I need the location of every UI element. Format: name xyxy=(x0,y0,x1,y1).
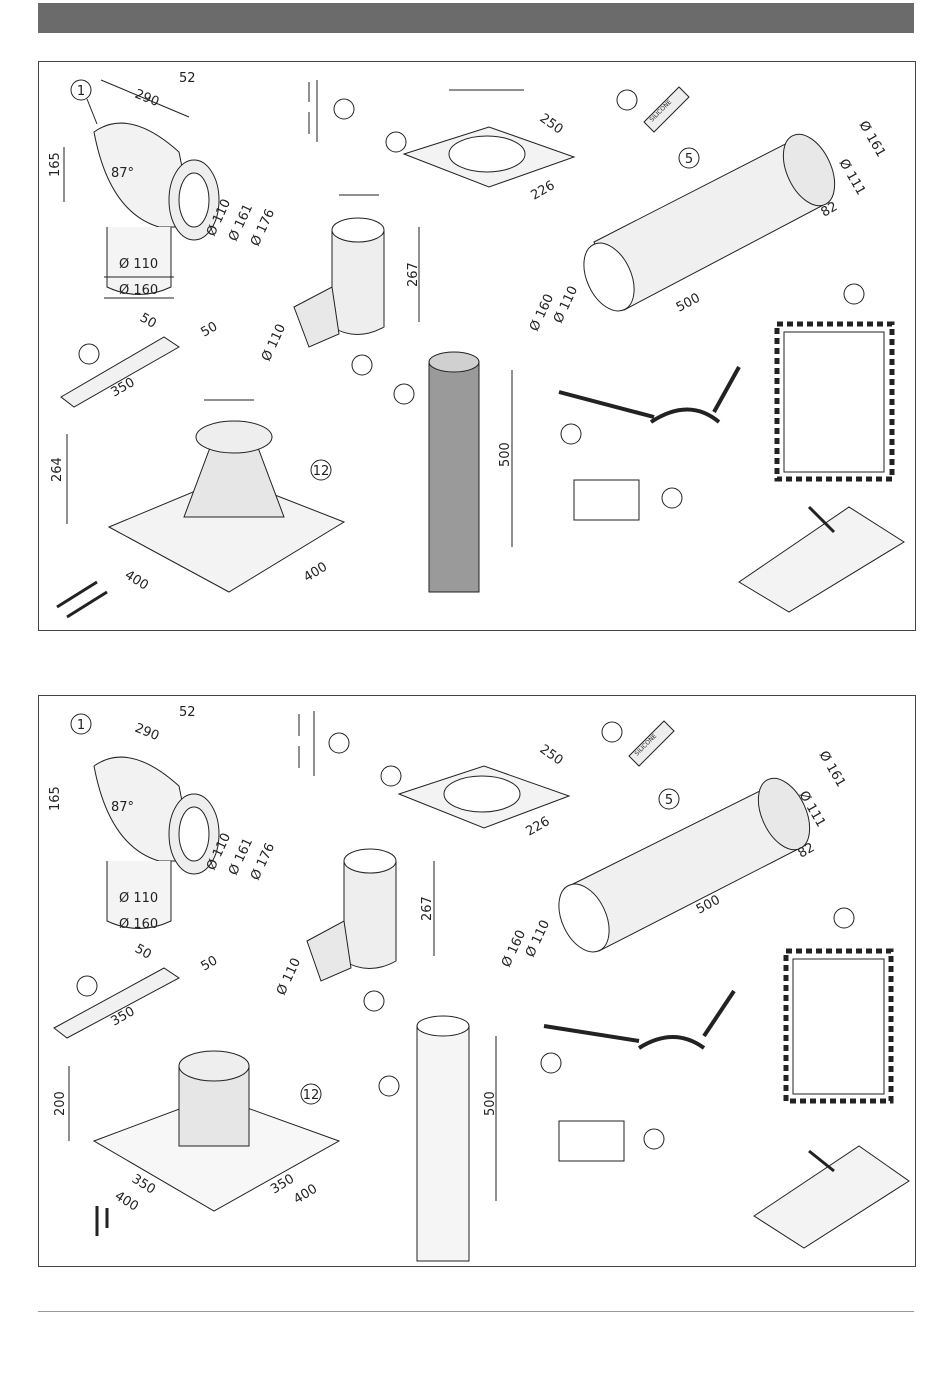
dim-pipe-d110: Ø 110 xyxy=(551,284,581,326)
mounting-rail-part: 50 50 350 xyxy=(54,941,220,1038)
callout-elbow: 1 xyxy=(77,84,85,99)
extension-pipe-part: 5 500 Ø 111 Ø 161 82 Ø 160 Ø 110 xyxy=(499,749,848,970)
screw-plug-part xyxy=(309,80,354,142)
dim-sleeve-length: 500 xyxy=(498,442,513,467)
callout-pipe: 5 xyxy=(685,152,693,167)
extension-pipe-part: 5 500 Ø 111 Ø 161 82 Ø 160 Ø 110 xyxy=(527,119,888,334)
elbow-part: 1 165 290 52 87° Ø 110 Ø 161 Ø 176 Ø 110… xyxy=(48,71,278,298)
instruction-sheet-part xyxy=(777,284,892,479)
packaging-box-part xyxy=(739,507,904,612)
dim-elbow-length: 290 xyxy=(133,721,162,744)
silicone-tube-part: SILICONE xyxy=(617,87,689,132)
dim-elbow-d160-bottom: Ø 160 xyxy=(119,917,158,932)
dim-flash-width: 400 xyxy=(122,568,151,594)
callout-flashing: 12 xyxy=(303,1088,320,1103)
dim-pipe-d110: Ø 110 xyxy=(523,918,553,960)
dim-plate-depth: 226 xyxy=(524,814,553,839)
dim-pipe-d161: Ø 161 xyxy=(816,749,849,790)
dim-flash-depth: 400 xyxy=(291,1182,320,1208)
dim-elbow-height: 165 xyxy=(48,786,63,811)
screw-plug-part xyxy=(299,711,349,776)
dim-rail-50b: 50 xyxy=(199,953,221,974)
ceiling-plate-part: 250 226 xyxy=(381,742,569,839)
dim-elbow-angle: 87° xyxy=(111,800,134,815)
dim-rail-50b: 50 xyxy=(199,319,221,340)
tee-part: 267 Ø 110 xyxy=(259,195,421,375)
screws-part xyxy=(97,1206,107,1236)
callout-elbow: 1 xyxy=(77,718,85,733)
dim-elbow-d110-bottom: Ø 110 xyxy=(119,257,158,272)
support-bracket-part xyxy=(541,991,734,1073)
dim-pipe-d161: Ø 161 xyxy=(856,119,889,160)
dim-elbow-d160-bottom: Ø 160 xyxy=(119,283,158,298)
dim-elbow-angle: 87° xyxy=(111,166,134,181)
roof-flashing-part: 200 350 400 350 400 12 xyxy=(53,1051,339,1215)
dim-sleeve-length: 500 xyxy=(483,1091,498,1116)
instruction-sheet-part xyxy=(786,908,891,1101)
dim-elbow-offset: 52 xyxy=(179,705,196,720)
dim-flash-height: 200 xyxy=(53,1091,68,1116)
dim-rail-50a: 50 xyxy=(137,310,159,331)
dim-plate-width: 250 xyxy=(537,111,566,138)
dim-elbow-height: 165 xyxy=(48,152,63,177)
dim-plate-width: 250 xyxy=(537,742,566,769)
header-bar xyxy=(38,3,914,33)
data-card-part xyxy=(559,1121,664,1161)
dim-elbow-offset: 52 xyxy=(179,71,196,86)
ceiling-plate-part: 250 226 xyxy=(386,90,574,203)
tee-part: 267 Ø 110 xyxy=(274,849,435,1011)
dim-plate-depth: 226 xyxy=(529,178,558,203)
dim-pipe-d160: Ø 160 xyxy=(527,292,557,334)
data-card-part xyxy=(574,480,682,520)
footer-rule xyxy=(38,1311,914,1312)
dim-tee-height: 267 xyxy=(406,262,421,287)
elbow-part: 1 165 290 52 87° Ø 110 Ø 161 Ø 176 Ø 110… xyxy=(48,705,278,932)
screws-part xyxy=(57,582,107,617)
bottom-parts-panel: 1 165 290 52 87° Ø 110 Ø 161 Ø 176 Ø 110… xyxy=(38,695,916,1267)
dim-tee-d110: Ø 110 xyxy=(259,322,289,364)
top-parts-panel: 1 165 290 52 87° Ø 110 Ø 161 Ø 176 Ø 110… xyxy=(38,61,916,631)
callout-pipe: 5 xyxy=(665,793,673,808)
dim-flash-depth: 400 xyxy=(301,560,330,586)
support-bracket-part xyxy=(559,367,739,444)
mounting-rail-part: 50 50 350 xyxy=(61,310,220,407)
callout-flashing: 12 xyxy=(313,464,330,479)
dim-pipe-length: 500 xyxy=(674,291,703,316)
silicone-tube-part: SILICONE xyxy=(602,721,674,766)
dim-rail-50a: 50 xyxy=(132,941,154,962)
top-parts-diagram: 1 165 290 52 87° Ø 110 Ø 161 Ø 176 Ø 110… xyxy=(39,62,915,630)
dim-tee-height: 267 xyxy=(420,896,435,921)
sleeve-pipe-part: 500 xyxy=(394,352,513,592)
dim-elbow-length: 290 xyxy=(133,87,162,110)
roof-flashing-part: 264 400 400 12 xyxy=(50,400,344,594)
dim-flash-width: 400 xyxy=(112,1189,141,1215)
bottom-parts-diagram: 1 165 290 52 87° Ø 110 Ø 161 Ø 176 Ø 110… xyxy=(39,696,915,1266)
dim-tee-d110: Ø 110 xyxy=(274,956,304,998)
packaging-box-part xyxy=(754,1146,909,1248)
dim-elbow-d110-bottom: Ø 110 xyxy=(119,891,158,906)
dim-flash-height: 264 xyxy=(50,457,65,482)
dim-pipe-d111: Ø 111 xyxy=(836,157,869,198)
sleeve-pipe-part: 500 xyxy=(379,1016,498,1261)
